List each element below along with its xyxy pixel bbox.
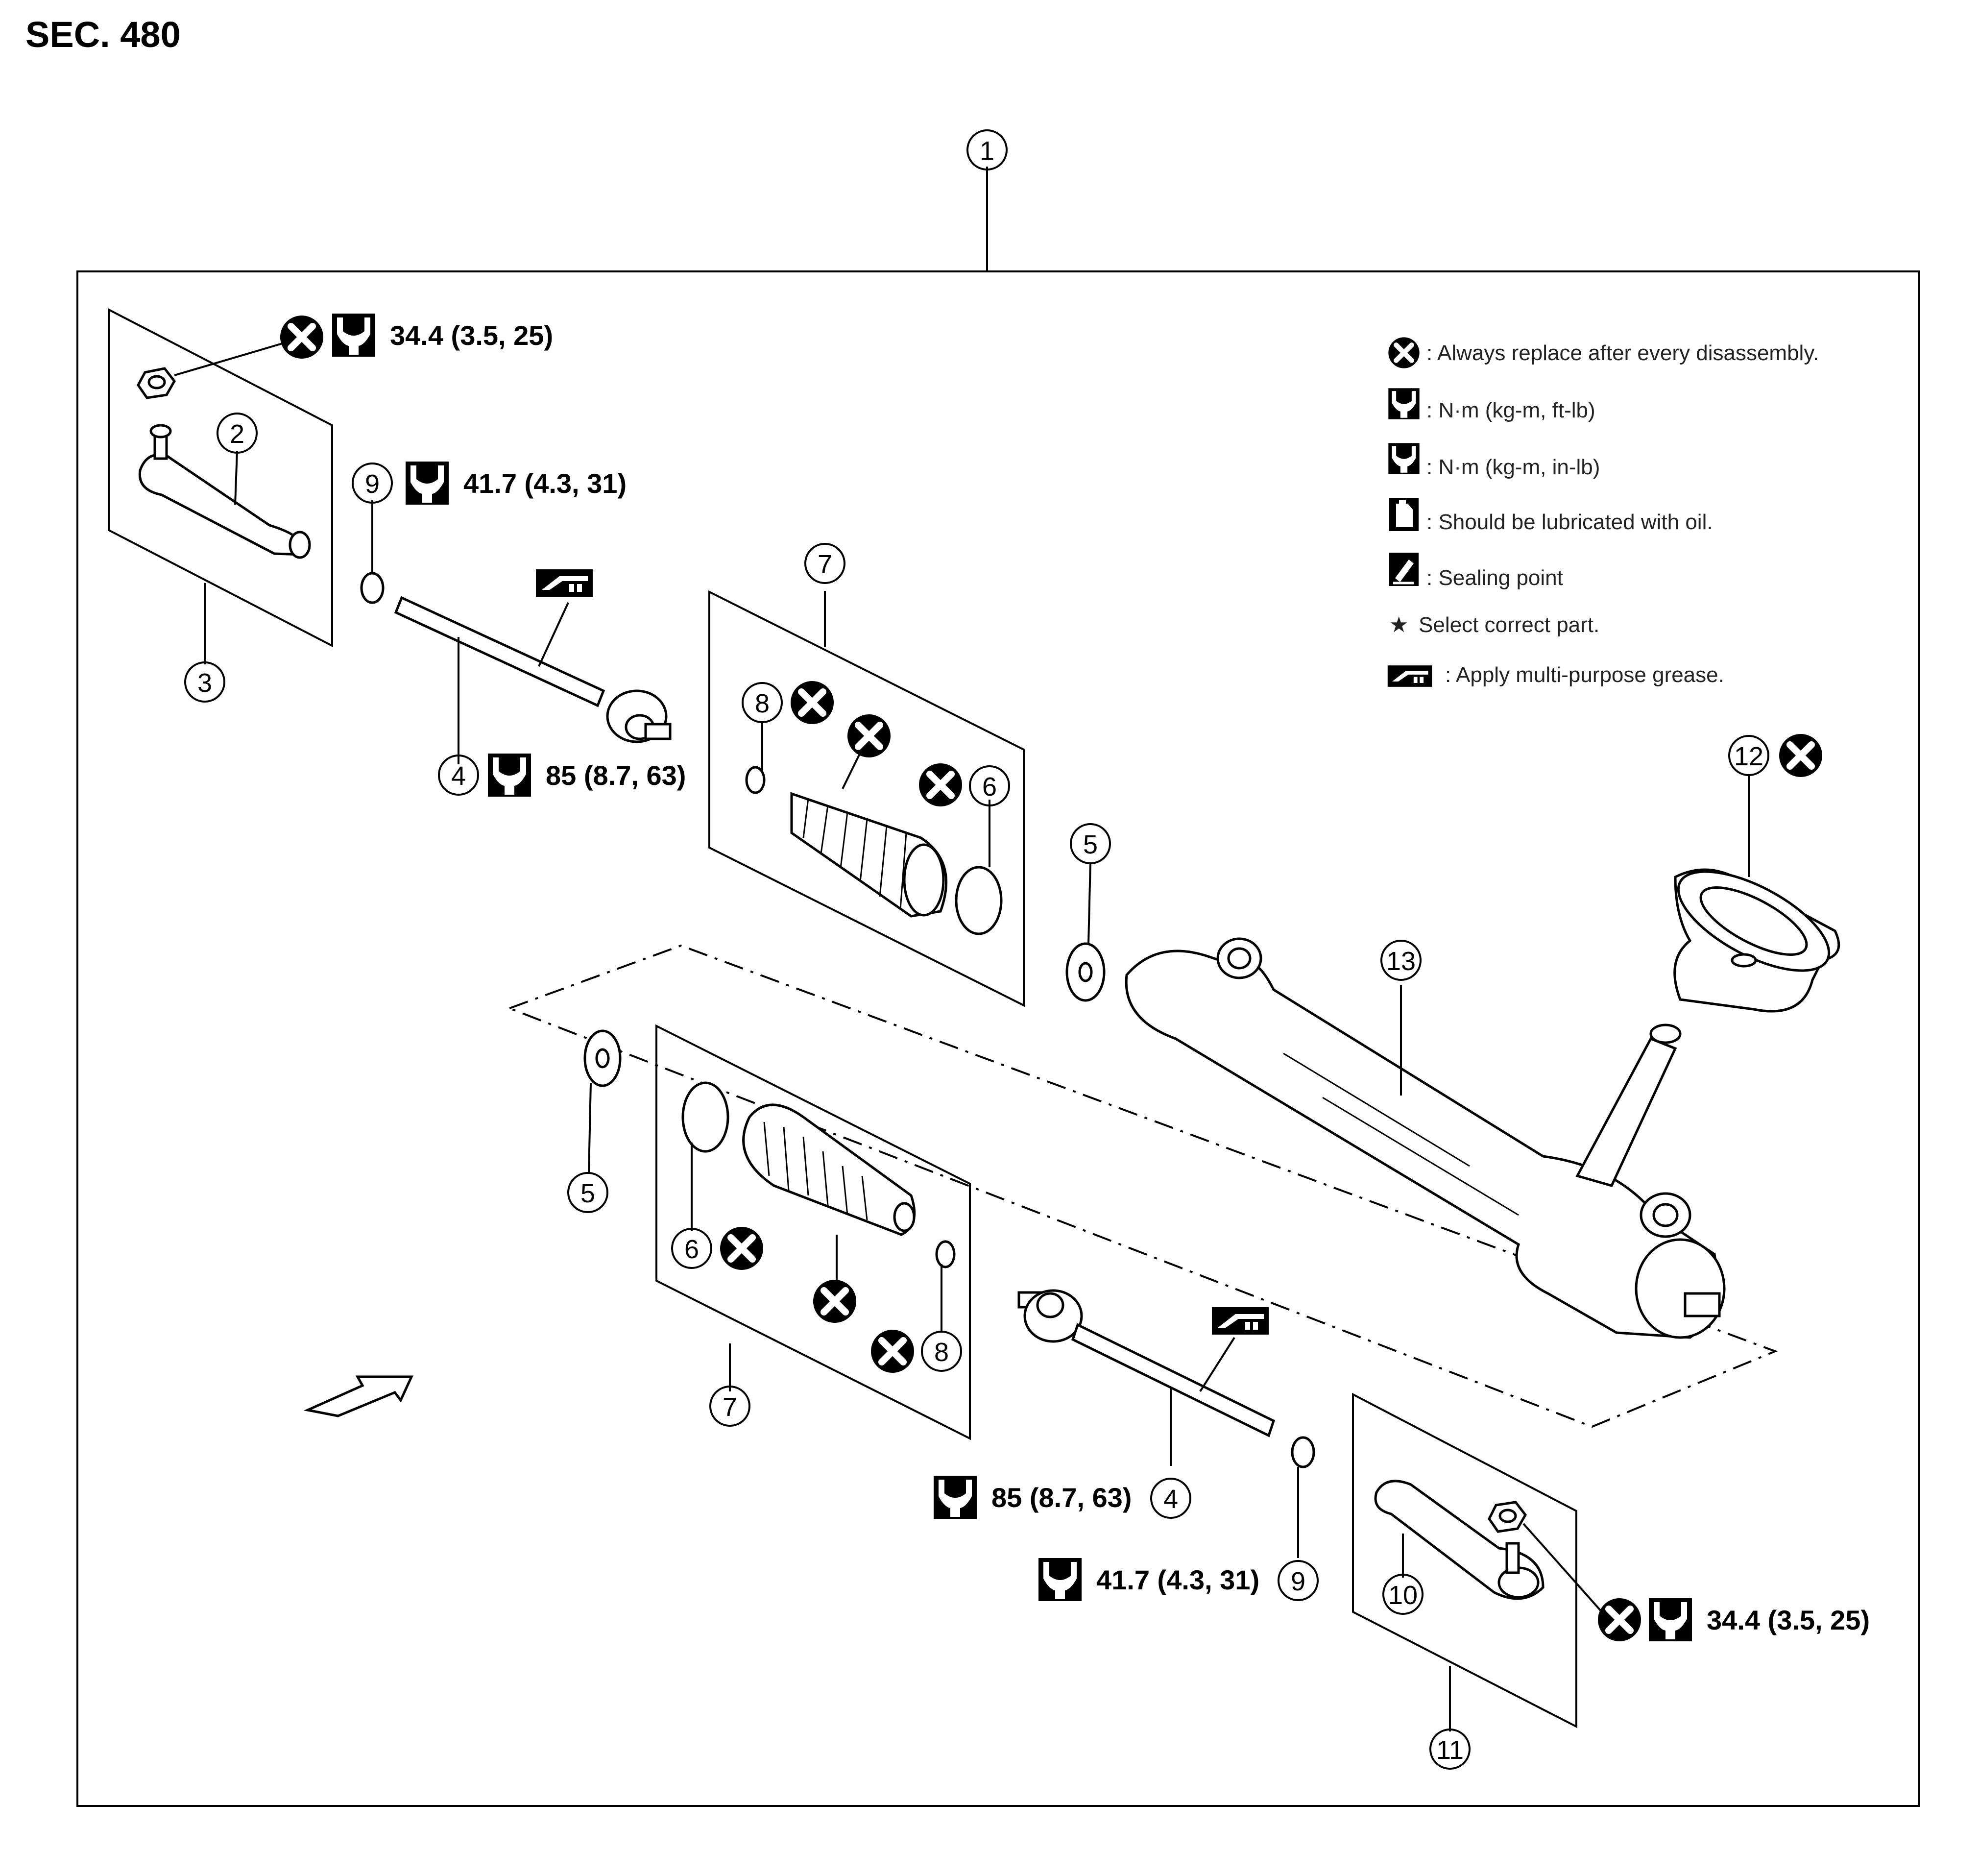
svg-text:5: 5: [1083, 830, 1098, 859]
callout-1: 1: [966, 129, 1008, 171]
legend-oil-can-icon: [1389, 498, 1419, 531]
outer-tie-rod-left: [138, 424, 311, 559]
legend-torque-ftlb-icon: [1388, 388, 1420, 419]
legend: : Always replace after every disassembly…: [1388, 337, 1819, 687]
callout-7-lower: 7: [709, 1386, 750, 1427]
locknut-left: [360, 572, 385, 604]
callout-10: 10: [1382, 1574, 1424, 1615]
svg-text:12: 12: [1734, 742, 1763, 771]
outer-tie-rod-right: [1374, 1480, 1545, 1600]
callout-2: 2: [217, 413, 258, 454]
torque-outer-nut-left: 34.4 (3.5, 25): [390, 320, 553, 351]
callout-6-lower: 6: [671, 1228, 712, 1269]
rack-region-outline: [509, 944, 1778, 1428]
svg-text:6: 6: [982, 772, 997, 802]
svg-text:6: 6: [684, 1235, 699, 1264]
grease-icon-left: [536, 569, 593, 597]
callout-9-upper: 9: [352, 463, 393, 504]
callout-4-lower: 4: [1150, 1478, 1191, 1519]
always-replace-icon: [871, 1330, 914, 1373]
legend-grease-icon: [1387, 665, 1432, 687]
svg-text:8: 8: [934, 1338, 949, 1367]
torque-ftlb-icon: [406, 462, 449, 505]
outer-tie-rod-panel-right: [1352, 1392, 1577, 1729]
inner-tie-rod-left: [394, 596, 672, 743]
steering-rack-assembly: [1125, 937, 1726, 1339]
boot-upper: [745, 766, 1003, 935]
locknut-right: [1291, 1436, 1315, 1468]
svg-text:7: 7: [818, 550, 832, 579]
svg-text:5: 5: [580, 1179, 595, 1208]
legend-text-5: Select correct part.: [1419, 613, 1599, 637]
legend-text-4: : Sealing point: [1426, 566, 1563, 590]
callout-9-lower: 9: [1278, 1560, 1319, 1601]
legend-text-1: : N·m (kg-m, ft-lb): [1426, 398, 1595, 422]
torque-ftlb-icon: [1038, 1558, 1082, 1601]
boot-lower: [681, 1081, 956, 1268]
legend-star-icon: ★: [1389, 613, 1408, 637]
callout-11: 11: [1429, 1729, 1471, 1770]
always-replace-icon: [919, 763, 962, 806]
svg-text:9: 9: [1291, 1567, 1305, 1596]
torque-specs: 34.4 (3.5, 25) 41.7 (4.3, 31) 85 (8.7, 6…: [332, 314, 1870, 1641]
torque-ftlb-icon: [1649, 1598, 1692, 1641]
callout-4-upper: 4: [438, 755, 479, 796]
callout-8-upper: 8: [742, 682, 783, 723]
torque-ftlb-icon: [934, 1476, 977, 1519]
boot-panel-upper: [708, 590, 1025, 1007]
svg-text:9: 9: [365, 469, 380, 499]
legend-text-3: : Should be lubricated with oil.: [1426, 510, 1713, 534]
svg-text:11: 11: [1436, 1735, 1464, 1765]
svg-text:4: 4: [451, 761, 466, 791]
always-replace-icon: [1779, 734, 1822, 777]
torque-inner-socket-left: 85 (8.7, 63): [546, 760, 686, 791]
callout-5-upper: 5: [1070, 823, 1111, 864]
svg-text:8: 8: [755, 689, 770, 718]
torque-outer-nut-right: 34.4 (3.5, 25): [1707, 1605, 1870, 1635]
callout-8-lower: 8: [921, 1331, 962, 1372]
always-replace-icon: [720, 1227, 763, 1270]
boot-panel-lower: [655, 1024, 971, 1440]
svg-text:1: 1: [980, 136, 994, 166]
svg-text:7: 7: [723, 1392, 737, 1422]
torque-ftlb-icon: [488, 754, 531, 797]
torque-ftlb-icon: [332, 314, 375, 357]
torque-locknut-left: 41.7 (4.3, 31): [463, 468, 627, 499]
inner-tie-rod-right: [1017, 1289, 1276, 1437]
callouts: 1 2 3 9 4 7 8 6 5 13 12 5 6 7 8 4 9 10 1…: [184, 129, 1769, 1770]
torque-locknut-right: 41.7 (4.3, 31): [1096, 1564, 1259, 1595]
svg-text:2: 2: [230, 419, 244, 449]
legend-torque-inlb-icon: [1388, 443, 1420, 474]
always-replace-icon: [280, 316, 323, 359]
outer-nut-left: [137, 367, 176, 399]
legend-always-replace-icon: [1388, 337, 1419, 368]
always-replace-icon: [847, 714, 891, 757]
legend-text-2: : N·m (kg-m, in-lb): [1426, 455, 1600, 479]
legend-sealing-icon: [1389, 553, 1419, 586]
callout-5-lower: 5: [567, 1172, 608, 1213]
legend-text-6: : Apply multi-purpose grease.: [1445, 663, 1724, 687]
always-replace-icon: [813, 1280, 856, 1323]
grease-icon-right: [1212, 1307, 1269, 1335]
section-title: SEC. 480: [25, 14, 181, 55]
assembly-frame: [76, 270, 1920, 1807]
outer-tie-rod-panel-left: [108, 308, 333, 648]
svg-text:10: 10: [1388, 1581, 1418, 1610]
always-replace-icon: [1598, 1598, 1641, 1641]
svg-text:13: 13: [1386, 947, 1416, 976]
front-arrow-icon: [303, 1375, 413, 1417]
callout-3: 3: [184, 661, 225, 703]
callout-6-upper: 6: [969, 765, 1010, 806]
callout-12: 12: [1728, 735, 1769, 776]
legend-text-0: : Always replace after every disassembly…: [1426, 341, 1819, 365]
always-replace-icon: [791, 681, 834, 724]
svg-text:3: 3: [197, 668, 212, 698]
svg-text:4: 4: [1163, 1485, 1178, 1514]
callout-7-upper: 7: [804, 543, 845, 584]
grommet: [1673, 868, 1840, 1013]
callout-13: 13: [1380, 940, 1422, 981]
torque-inner-socket-right: 85 (8.7, 63): [991, 1482, 1132, 1513]
